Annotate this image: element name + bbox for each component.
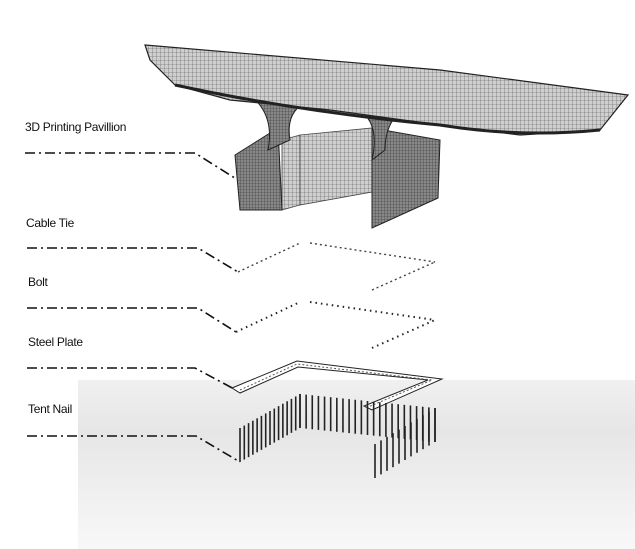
leader-pavilion bbox=[25, 152, 239, 181]
bolt-layer bbox=[235, 301, 436, 349]
leader-tent-nail bbox=[27, 435, 241, 463]
pavilion-model bbox=[144, 44, 630, 229]
ground-shadow bbox=[78, 380, 635, 549]
label-tent-nail: Tent Nail bbox=[28, 402, 72, 416]
label-steel-plate: Steel Plate bbox=[28, 335, 83, 349]
label-bolt: Bolt bbox=[28, 275, 48, 289]
leader-cable-tie bbox=[27, 247, 239, 273]
cable-tie-layer bbox=[237, 242, 436, 291]
leader-bolt bbox=[27, 307, 237, 333]
steel-plate-layer bbox=[230, 360, 444, 411]
tent-nail-layer bbox=[239, 394, 436, 478]
label-pavilion: 3D Printing Pavillion bbox=[25, 120, 127, 134]
leader-steel-plate bbox=[27, 367, 237, 391]
label-cable-tie: Cable Tie bbox=[26, 216, 74, 230]
